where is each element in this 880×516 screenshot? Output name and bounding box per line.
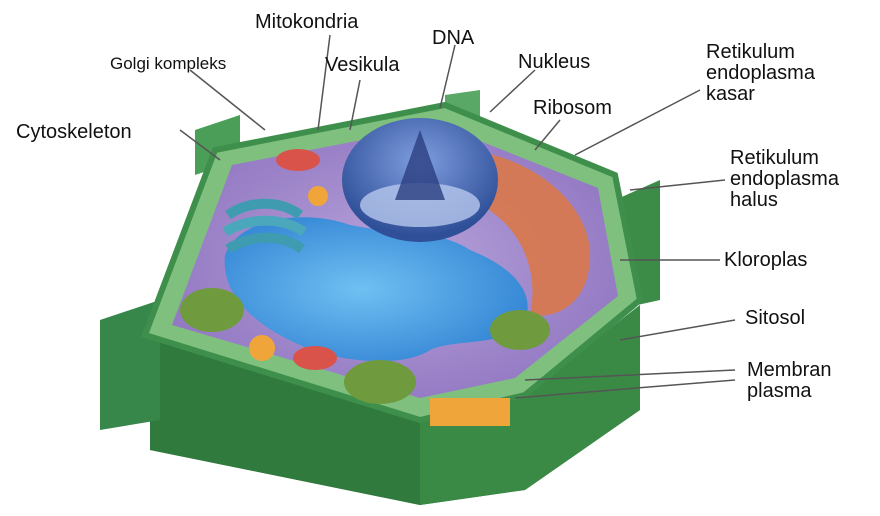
label-kloroplas: Kloroplas bbox=[724, 250, 807, 271]
label-mitokondria: Mitokondria bbox=[255, 12, 358, 33]
label-rer-line-3: kasar bbox=[706, 84, 815, 105]
label-vesikula: Vesikula bbox=[325, 55, 400, 76]
label-nukleus: Nukleus bbox=[518, 52, 590, 73]
vesicle bbox=[249, 335, 275, 361]
chloroplast bbox=[490, 310, 550, 350]
label-rer-line-1: Retikulum bbox=[706, 42, 815, 63]
label-membran-line-1: Membran bbox=[747, 360, 831, 381]
label-rer-line-2: endoplasma bbox=[706, 63, 815, 84]
label-golgi-kompleks: Golgi kompleks bbox=[110, 53, 226, 74]
plasma-membrane-cutout bbox=[430, 398, 510, 426]
chloroplast bbox=[180, 288, 244, 332]
label-sitosol: Sitosol bbox=[745, 308, 805, 329]
label-retikulum-endoplasma-kasar: Retikulum endoplasma kasar bbox=[706, 42, 815, 105]
label-membran-plasma: Membran plasma bbox=[747, 360, 831, 402]
label-ribosom: Ribosom bbox=[533, 98, 612, 119]
label-dna: DNA bbox=[432, 28, 474, 49]
label-ser-line-1: Retikulum bbox=[730, 148, 839, 169]
mitochondrion bbox=[293, 346, 337, 370]
vesicle bbox=[308, 186, 328, 206]
label-membran-line-2: plasma bbox=[747, 381, 831, 402]
chloroplast bbox=[344, 360, 416, 404]
label-cytoskeleton: Cytoskeleton bbox=[16, 122, 132, 143]
nucleus bbox=[342, 118, 498, 242]
label-ser-line-3: halus bbox=[730, 190, 839, 211]
label-retikulum-endoplasma-halus: Retikulum endoplasma halus bbox=[730, 148, 839, 211]
label-ser-line-2: endoplasma bbox=[730, 169, 839, 190]
mitochondrion bbox=[276, 149, 320, 171]
